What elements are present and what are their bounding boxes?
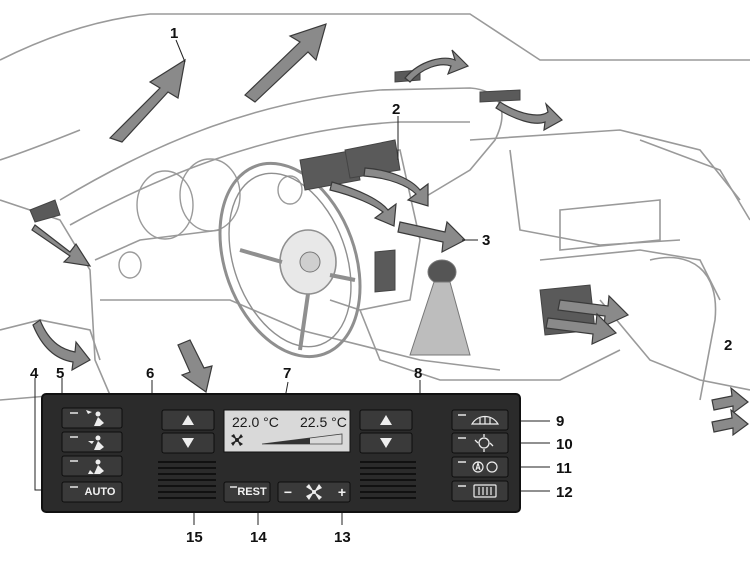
recirculation-icon [474,434,494,452]
airflow-lower-icon [88,459,104,474]
chevron-down-icon [182,438,194,448]
airflow-arrow-windshield-left [108,58,186,143]
climate-control-panel [41,393,521,513]
ac-icon [472,460,498,473]
airflow-upper-icon [86,410,104,426]
panel-grille-left [158,461,216,499]
airflow-upper-button[interactable] [61,407,123,429]
callout-1: 1 [170,25,179,42]
temperature-left-readout: 22.0 °C [232,414,279,430]
airflow-arrow-side-right-top [404,49,470,83]
callout-2-right: 2 [724,337,733,354]
callout-10: 10 [556,436,573,453]
airflow-arrows [31,23,749,437]
rear-defrost-icon [473,484,497,498]
callout-8: 8 [414,365,423,382]
chevron-up-icon [182,415,194,425]
callout-3: 3 [482,232,491,249]
airflow-arrow-center-right [397,220,467,254]
airflow-arrow-rear-1 [557,294,630,327]
callout-2-top: 2 [392,101,401,118]
panel-grille-right [360,461,416,499]
fan-icon [231,434,243,446]
fan-speed-bar [261,433,343,445]
airflow-arrow-right-edge-2 [711,408,749,437]
temperature-right-readout: 22.5 °C [300,414,347,430]
auto-button-label: AUTO [84,486,116,498]
fan-icon [306,484,322,500]
fan-plus-label: + [337,484,347,500]
airflow-arrow-rear-2 [545,312,618,345]
car-interior-illustration [0,13,750,401]
chevron-up-icon [380,415,392,425]
callout-6: 6 [146,365,155,382]
callout-12: 12 [556,484,573,501]
callout-13: 13 [334,529,351,546]
lcd-display [223,409,351,453]
ac-button[interactable] [451,456,509,478]
airflow-mode-buttons [61,407,123,503]
defrost-windshield-icon [470,415,500,425]
airflow-arrow-windshield-center [244,23,327,103]
instrument-cluster [118,158,303,279]
rear-defrost-button[interactable] [451,480,509,502]
callout-11: 11 [556,460,572,477]
airflow-arrow-door-left [32,319,91,372]
airflow-arrow-passenger-vent [495,101,563,132]
callout-9: 9 [556,413,565,430]
gear-lever [409,259,471,356]
chevron-down-icon [380,438,392,448]
callout-4: 4 [30,365,39,382]
callout-14: 14 [250,529,267,546]
recirculation-button[interactable] [451,432,509,454]
fan-minus-label: − [283,484,293,500]
callout-15: 15 [186,529,203,546]
callout-7: 7 [283,365,292,382]
airflow-middle-icon [88,435,104,450]
airflow-arrow-center-vent-1 [329,181,397,227]
airflow-arrow-side-left [31,224,92,267]
airflow-arrow-right-edge-1 [711,386,749,415]
rest-button-label: REST [237,486,267,498]
steering-wheel [218,161,362,359]
airflow-arrow-footwell [177,339,213,394]
callout-5: 5 [56,365,65,382]
airflow-arrow-center-vent-2 [363,167,429,207]
